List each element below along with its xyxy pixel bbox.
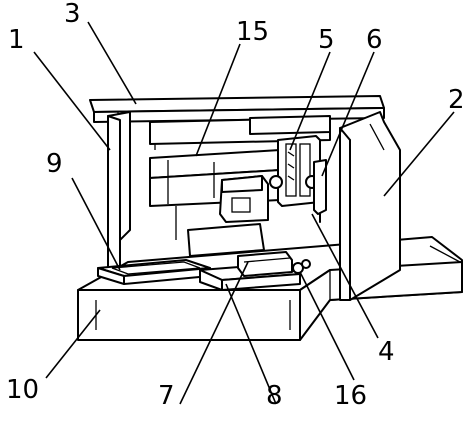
label-4: 4 — [378, 337, 395, 367]
label-10: 10 — [6, 375, 39, 405]
leader-3 — [87, 21, 137, 105]
label-6: 6 — [366, 25, 383, 55]
part-labels: 1 3 15 5 6 2 9 10 4 7 8 16 — [6, 0, 465, 411]
leader-16 — [299, 271, 355, 381]
leader-2 — [383, 111, 455, 197]
label-7: 7 — [158, 381, 175, 411]
label-5: 5 — [318, 25, 335, 55]
label-3: 3 — [64, 0, 81, 29]
leader-7 — [179, 261, 249, 405]
leader-15 — [195, 43, 241, 157]
label-2: 2 — [448, 85, 465, 115]
leader-10 — [45, 309, 101, 379]
leader-4 — [311, 213, 379, 339]
leader-1 — [33, 51, 111, 151]
label-8: 8 — [266, 381, 283, 411]
leader-9 — [71, 177, 121, 271]
label-15: 15 — [236, 17, 269, 47]
leader-8 — [225, 283, 277, 405]
leader-5 — [289, 51, 331, 151]
spindle-assembly — [219, 135, 327, 223]
label-9: 9 — [46, 149, 63, 179]
label-1: 1 — [8, 25, 25, 55]
work-tables — [97, 251, 311, 291]
leader-lines — [33, 21, 455, 405]
label-16: 16 — [334, 381, 367, 411]
leader-6 — [321, 51, 375, 177]
